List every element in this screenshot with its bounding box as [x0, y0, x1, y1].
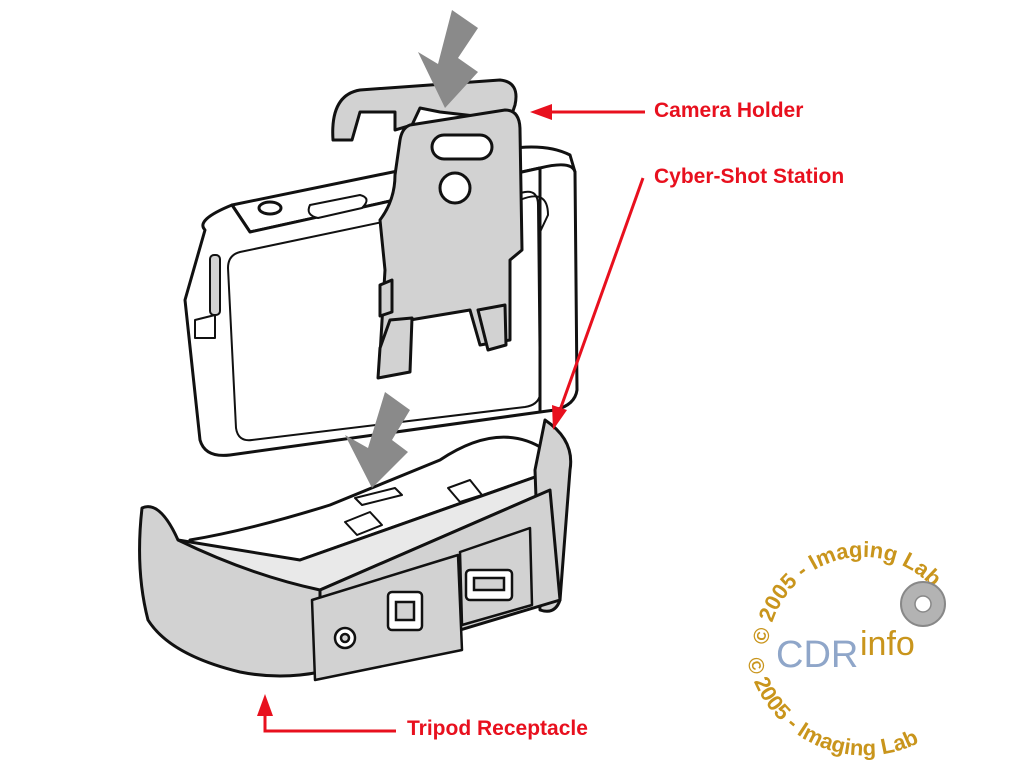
- watermark-logo-info: info: [860, 625, 915, 663]
- callout-leader-holder: [530, 104, 645, 120]
- usb-port-icon: [386, 590, 424, 632]
- callout-leader-station: [552, 177, 645, 430]
- down-arrow-icon: [418, 10, 478, 108]
- dc-in-jack-icon: [333, 626, 357, 650]
- camera-holder: [331, 78, 524, 380]
- down-arrow-icon: [345, 392, 410, 488]
- lens-disc-icon: [900, 581, 946, 627]
- callout-tripod-receptacle: Tripod Receptacle: [407, 717, 588, 740]
- callout-camera-holder: Camera Holder: [654, 99, 804, 122]
- cdrinfo-watermark: © 2005 - Imaging Lab © 2005 - Imaging La…: [742, 537, 946, 761]
- callout-cyber-shot-station: Cyber-Shot Station: [654, 165, 845, 188]
- av-connector-icon: [464, 568, 514, 602]
- cyber-shot-station: [138, 418, 573, 682]
- callout-leader-tripod: [257, 694, 396, 733]
- watermark-logo-cdr: CDR: [776, 634, 858, 676]
